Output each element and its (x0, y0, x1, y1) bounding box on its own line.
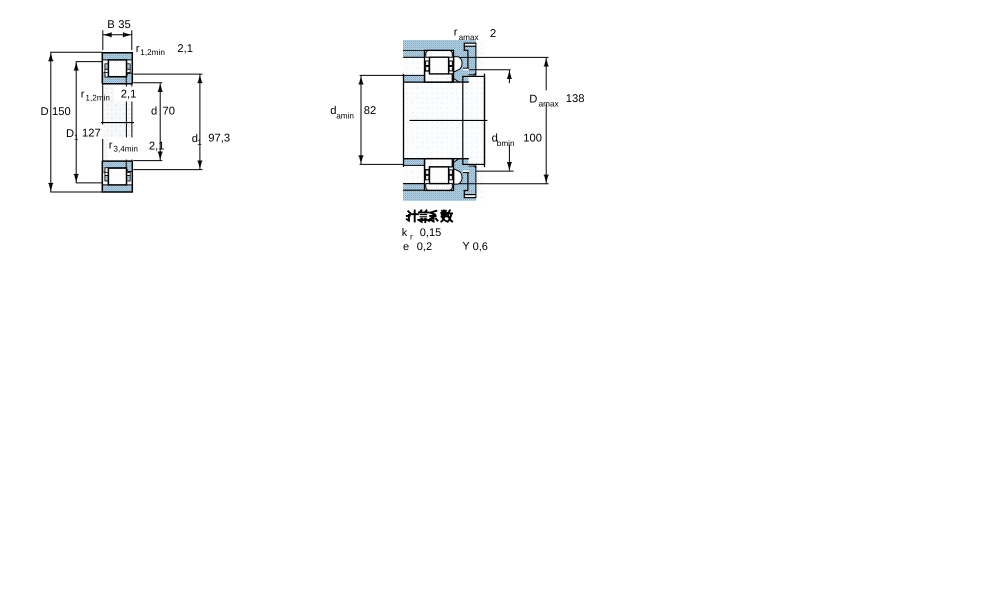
svg-text:0,6: 0,6 (473, 241, 488, 253)
svg-text:d: d (151, 106, 157, 118)
svg-text:138: 138 (566, 93, 585, 105)
svg-text:2,1: 2,1 (121, 89, 137, 101)
svg-text:e: e (403, 241, 409, 253)
svg-text:2: 2 (490, 28, 496, 40)
svg-text:amin: amin (336, 112, 354, 121)
svg-text:amax: amax (539, 99, 559, 108)
svg-text:d: d (192, 133, 198, 145)
svg-text:1: 1 (197, 138, 202, 147)
svg-text:1,2min: 1,2min (140, 48, 165, 57)
svg-text:0,15: 0,15 (420, 227, 441, 239)
svg-text:D: D (66, 128, 74, 140)
svg-text:100: 100 (523, 133, 542, 145)
svg-text:97,3: 97,3 (208, 133, 230, 145)
svg-text:150: 150 (52, 106, 71, 118)
svg-text:d: d (330, 105, 336, 117)
svg-text:D: D (529, 93, 537, 105)
svg-text:D: D (41, 106, 49, 118)
svg-text:35: 35 (118, 19, 130, 31)
svg-text:70: 70 (163, 105, 175, 117)
svg-text:r: r (109, 140, 113, 152)
svg-text:0,2: 0,2 (417, 241, 432, 253)
svg-text:d: d (492, 133, 498, 145)
svg-text:2,1: 2,1 (177, 43, 193, 55)
svg-text:r: r (136, 43, 140, 55)
svg-text:r: r (81, 89, 85, 101)
svg-text:1,2min: 1,2min (85, 94, 110, 103)
svg-text:r: r (454, 26, 458, 38)
svg-text:1: 1 (74, 133, 79, 142)
svg-text:Y: Y (462, 241, 470, 253)
svg-text:B: B (107, 19, 114, 31)
svg-text:127: 127 (82, 127, 101, 139)
svg-text:amax: amax (459, 33, 479, 42)
svg-text:3,4min: 3,4min (113, 144, 138, 153)
svg-text:bmin: bmin (497, 139, 515, 148)
svg-text:k: k (402, 227, 408, 239)
svg-text:2,1: 2,1 (149, 141, 165, 153)
svg-text:r: r (410, 232, 413, 241)
svg-text:82: 82 (364, 105, 376, 117)
